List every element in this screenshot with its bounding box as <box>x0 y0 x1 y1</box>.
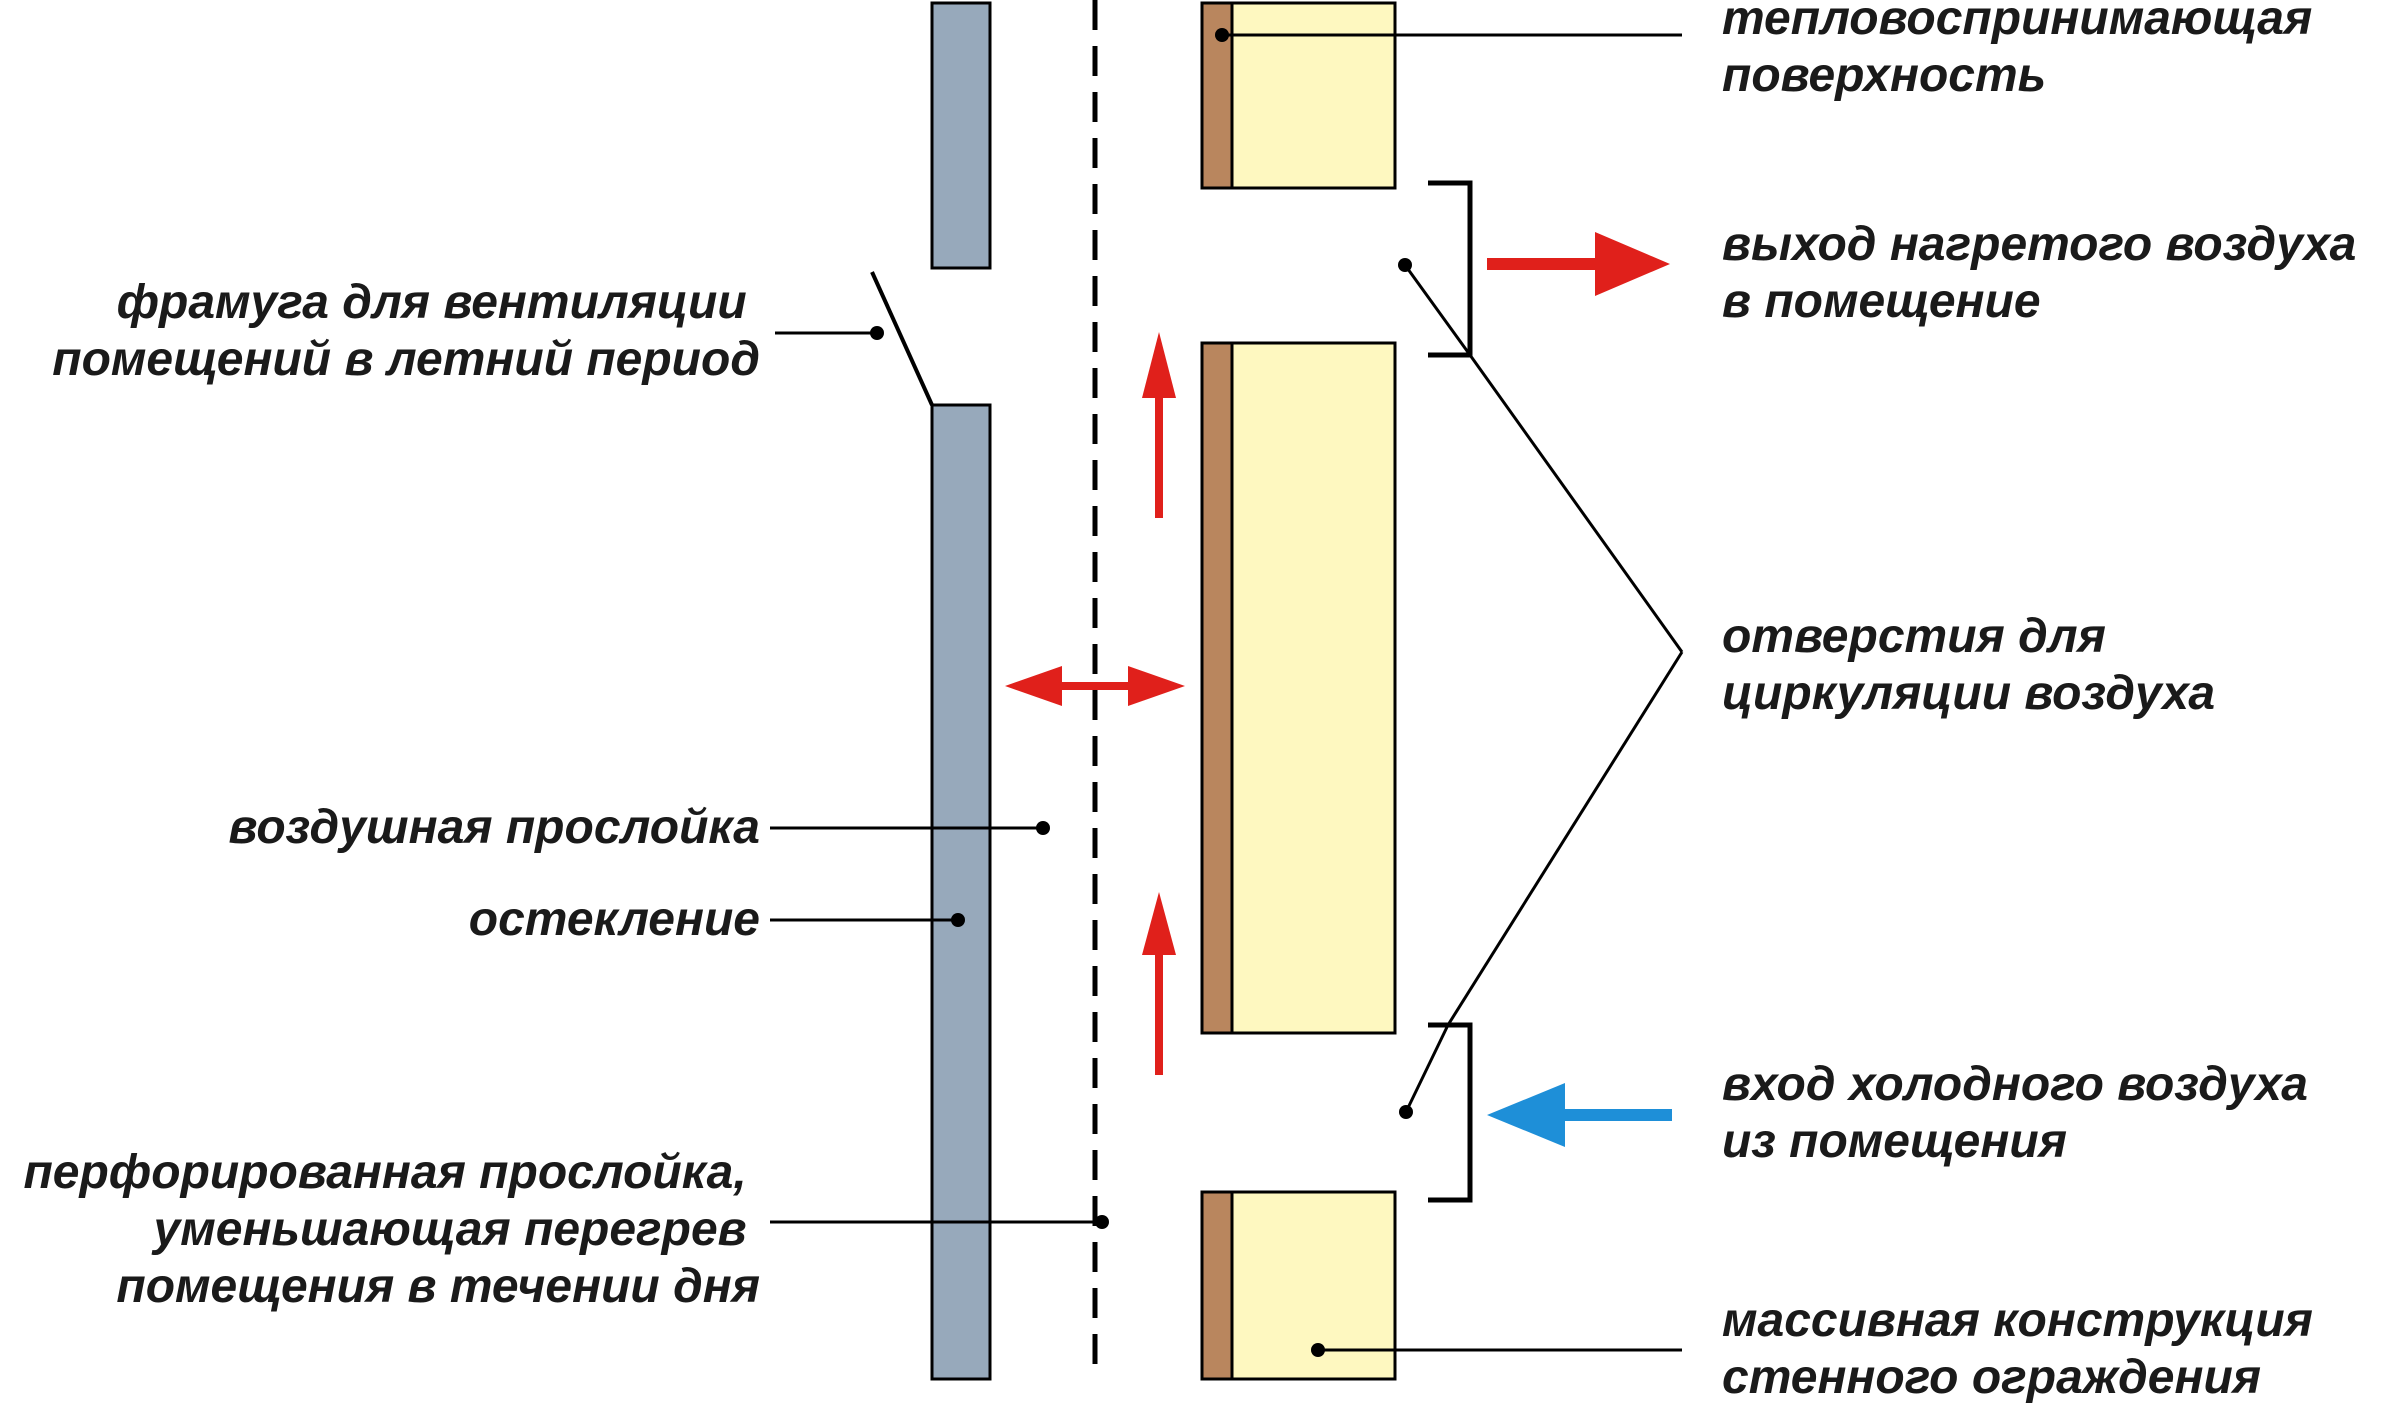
leader-absorbing-surface <box>1215 28 1682 42</box>
hot-air-out-arrow <box>1487 232 1670 296</box>
label-air-gap: воздушная прослойка <box>229 801 760 854</box>
label-hot-air-outlet: выход нагретого воздуха в помещение <box>1722 218 2370 328</box>
label-perforated: перфорированная прослойка, уменьшающая п… <box>23 1146 760 1313</box>
leader-perforated <box>770 1215 1109 1229</box>
label-cold-air-inlet-line-2: из помещения <box>1722 1115 2067 1168</box>
label-hot-air-outlet-line-1: выход нагретого воздуха <box>1722 218 2356 271</box>
label-perforated-line-3: помещения в течении дня <box>116 1260 760 1313</box>
label-perforated-line-2: уменьшающая перегрев <box>152 1203 747 1256</box>
label-hot-air-outlet-line-2: в помещение <box>1722 275 2041 328</box>
cold-air-in-arrow <box>1487 1083 1672 1147</box>
label-air-gap-line-1: воздушная прослойка <box>229 801 760 854</box>
upward-hot-air-arrow-top <box>1142 332 1176 518</box>
fanlight-flap <box>870 271 934 406</box>
wall-section-middle <box>1200 341 1397 1035</box>
leader-air-gap <box>770 821 1050 835</box>
leader-glazing <box>770 913 965 927</box>
label-fanlight-line-1: фрамуга для вентиляции <box>117 276 747 329</box>
leader-fanlight <box>775 326 884 340</box>
leader-circulation-openings <box>1398 258 1684 1119</box>
label-massive-wall-line-2: стенного ограждения <box>1722 1351 2261 1404</box>
upper-opening-bracket <box>1428 180 1473 358</box>
label-massive-wall: массивная конструкция стенного ограждени… <box>1722 1294 2326 1404</box>
label-fanlight-line-2: помещений в летний период <box>52 333 760 386</box>
label-perforated-line-1: перфорированная прослойка, <box>23 1146 746 1199</box>
label-absorbing-surface: тепловоспринимающая поверхность <box>1722 0 2326 102</box>
label-glazing: остекление <box>469 893 760 946</box>
leader-massive-wall <box>1311 1343 1682 1357</box>
label-cold-air-inlet: вход холодного воздуха из помещения <box>1722 1058 2321 1168</box>
glazing-upper-panel <box>930 1 992 270</box>
heat-exchange-double-arrow <box>1005 666 1185 706</box>
label-massive-wall-line-1: массивная конструкция <box>1722 1294 2313 1347</box>
glazing-lower-panel <box>930 403 992 1381</box>
label-circulation-openings: отверстия для циркуляции воздуха <box>1722 610 2215 720</box>
upward-hot-air-arrow-bottom <box>1142 892 1176 1075</box>
label-glazing-line-1: остекление <box>469 893 760 946</box>
label-circulation-openings-line-1: отверстия для <box>1722 610 2106 663</box>
label-circulation-openings-line-2: циркуляции воздуха <box>1722 667 2215 720</box>
wall-section-top <box>1200 1 1397 190</box>
label-absorbing-surface-line-2: поверхность <box>1722 49 2046 102</box>
label-fanlight: фрамуга для вентиляции помещений в летни… <box>52 276 760 386</box>
label-cold-air-inlet-line-1: вход холодного воздуха <box>1722 1058 2308 1111</box>
label-absorbing-surface-line-1: тепловоспринимающая <box>1722 0 2312 45</box>
